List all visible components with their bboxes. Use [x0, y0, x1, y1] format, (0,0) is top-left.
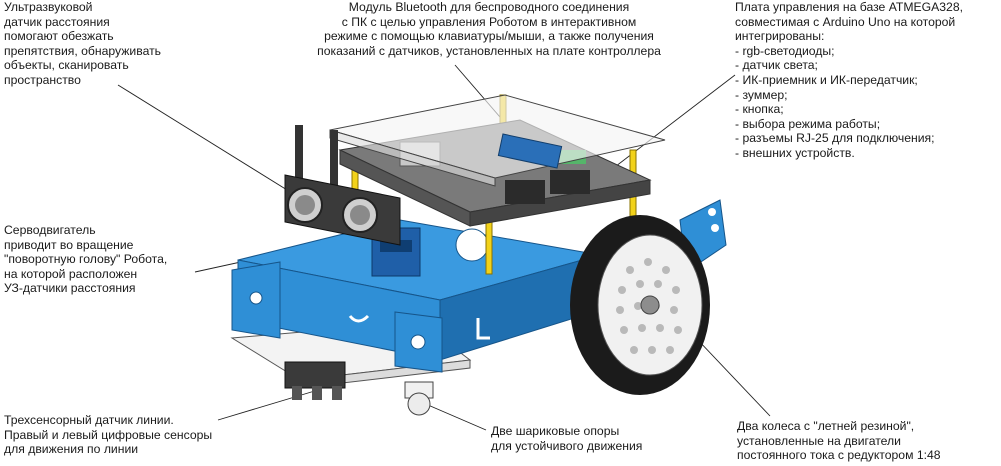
label-line: совместимая с Arduino Uno на которой [735, 14, 956, 29]
ultrasonic-sensor-icon [284, 125, 401, 246]
label-line: УЗ-датчики расстояния [4, 281, 136, 296]
label-line: Серводвигатель [4, 223, 96, 237]
label-line: постоянного тока с редуктором 1:48 [737, 448, 941, 463]
label-line: установленные на двигатели [737, 433, 901, 448]
label-ball-caster: Две шариковые опоры для устойчивого движ… [491, 424, 642, 453]
label-line: помогают обезжать [4, 29, 114, 44]
bluetooth-module-icon [497, 133, 563, 169]
line-sensor-icon [284, 361, 346, 400]
leader-lines [117, 64, 771, 431]
label-bluetooth-module: Модуль Bluetooth для беспроводного соеди… [284, 0, 694, 58]
label-ultrasonic-sensor: Ультразвуковой датчик расстояния помогаю… [4, 0, 161, 88]
label-line: Модуль Bluetooth для беспроводного соеди… [348, 0, 630, 14]
label-line: приводит во вращение [4, 237, 134, 252]
label-line: интегрированы: [735, 29, 825, 44]
top-acrylic-plate [329, 94, 666, 187]
label-line: датчик расстояния [4, 14, 110, 29]
label-wheels: Два колеса с "летней резиной", установле… [737, 419, 941, 463]
leader-ultrasonic [117, 84, 301, 199]
label-line: - внешних устройств. [735, 145, 855, 160]
label-line: Две шариковые опоры [491, 424, 620, 438]
label-line: - кнопка; [735, 102, 784, 117]
label-line: режиме с помощью клавиатуры/мыши, а такж… [324, 29, 654, 44]
leader-ball-caster [427, 404, 487, 431]
label-line: Ультразвуковой [4, 0, 93, 14]
label-line-sensor: Трехсенсорный датчик линии. Правый и лев… [4, 413, 212, 457]
label-line: объекты, сканировать [4, 58, 129, 73]
label-line: Плата управления на базе ATMEGA328, [735, 0, 963, 14]
label-line: - зуммер; [735, 87, 788, 102]
label-line: для устойчивого движения [491, 438, 643, 453]
label-line: - rgb-светодиоды; [735, 43, 835, 58]
label-line: показаний с датчиков, установленных на п… [317, 43, 661, 58]
label-line: Два колеса с "летней резиной", [737, 419, 915, 433]
label-line: на которой расположен [4, 266, 138, 281]
label-line: - ИК-приемник и ИК-передатчик; [735, 72, 918, 87]
label-line: Трехсенсорный датчик линии. [4, 413, 174, 427]
label-line: - разъемы RJ-25 для подключения; [735, 131, 935, 146]
leader-line-sensor [217, 389, 319, 421]
ball-caster-icon [404, 381, 434, 416]
label-servo: Серводвигатель приводит во вращение "пов… [4, 223, 167, 296]
label-line: - датчик света; [735, 58, 818, 73]
label-line: для движения по линии [4, 442, 139, 457]
label-line: пространство [4, 72, 81, 87]
label-controller-board: Плата управления на базе ATMEGA328, совм… [735, 0, 963, 161]
label-line: - выбора режима работы; [735, 116, 881, 131]
label-line: Правый и левый цифровые сенсоры [4, 427, 213, 442]
label-line: "поворотную голову" Робота, [4, 252, 168, 267]
wheel-icon [570, 215, 710, 395]
label-line: с ПК с целью управления Роботом в интера… [341, 14, 637, 29]
label-line: препятствия, обнаруживать [4, 43, 162, 58]
